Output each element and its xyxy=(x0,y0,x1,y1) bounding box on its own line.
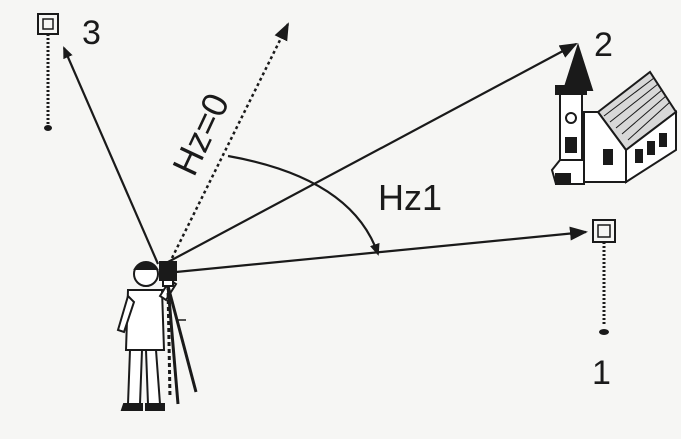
target-3-prism-icon xyxy=(38,14,58,131)
angle-arc xyxy=(228,156,378,254)
target-2-label: 2 xyxy=(594,26,613,64)
reference-direction-label: Hz=0 xyxy=(164,87,237,181)
target-3-label: 3 xyxy=(82,14,101,52)
target-1-label: 1 xyxy=(592,354,611,392)
church-icon xyxy=(552,46,676,184)
sight-line-3 xyxy=(64,48,158,264)
sight-line-1 xyxy=(176,232,586,272)
angle-label: Hz1 xyxy=(378,177,442,218)
sight-line-2 xyxy=(168,44,576,262)
tripod-instrument-icon xyxy=(160,262,196,404)
target-1-prism-icon xyxy=(593,220,615,335)
